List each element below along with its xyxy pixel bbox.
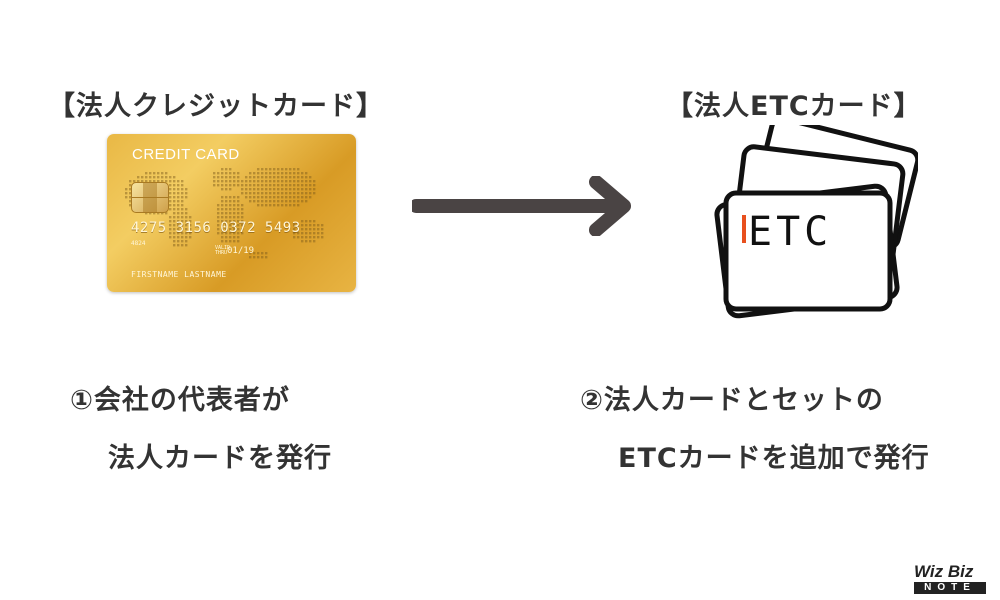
etc-card-label: ETC [748,209,832,255]
card-sub-number: 4824 [131,240,146,247]
card-valid-label: VALID THRU [215,245,231,256]
credit-card-heading: 【法人クレジットカード】 [48,91,384,122]
world-map-pattern [125,168,324,259]
step1-caption-line2: 法人カードを発行 [108,443,332,474]
step1-caption-line1: ①会社の代表者が [70,385,290,416]
etc-card-stack-icon: ETC [714,125,918,319]
card-number: 4275 3156 0372 5493 [131,220,301,236]
credit-card-illustration: CREDIT CARD 4275 3156 0372 5493 4824 VAL… [107,134,356,292]
logo-wordmark: Wiz Biz [914,562,974,581]
step2-caption-line2: ETCカードを追加で発行 [618,443,930,474]
chip-icon [131,182,169,213]
card-expiry: 01/19 [227,246,255,256]
logo-subtitle: NOTE [914,582,986,594]
step2-caption-line1: ②法人カードとセットの [580,385,884,416]
card-title: CREDIT CARD [132,146,240,163]
wizbiz-logo: Wiz Biz NOTE [914,563,992,599]
card-holder-name: FIRSTNAME LASTNAME [131,270,227,279]
etc-accent-bar [742,215,746,243]
etc-card-heading: 【法人ETCカード】 [666,91,922,122]
right-arrow-icon [412,176,631,236]
